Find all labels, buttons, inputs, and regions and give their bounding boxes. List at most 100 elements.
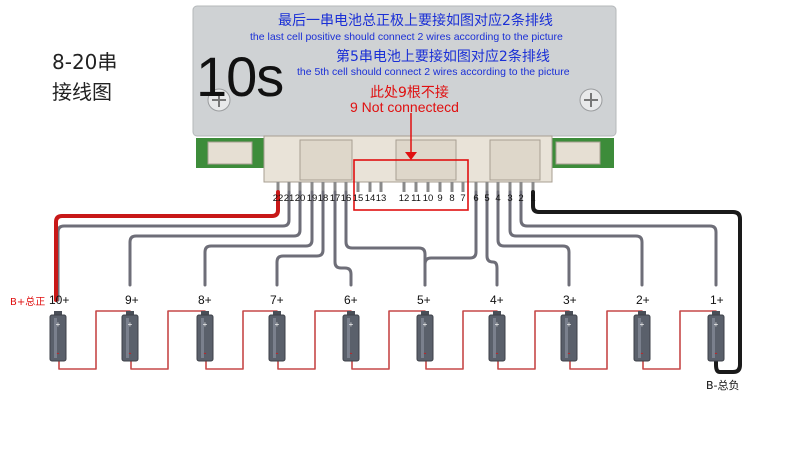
battery-cell-5: +- bbox=[416, 311, 434, 362]
battery-plus-mark: + bbox=[275, 320, 280, 329]
pin-label-10: 10 bbox=[422, 193, 434, 204]
pin-label-11: 11 bbox=[411, 193, 421, 204]
battery-minus-mark: - bbox=[641, 348, 644, 358]
cell-label-3+: 3+ bbox=[563, 293, 577, 307]
pin-stub-14 bbox=[368, 182, 372, 192]
pin-stub-13 bbox=[379, 182, 383, 192]
pin-stub-18 bbox=[321, 182, 325, 192]
pin-label-20: 20 bbox=[294, 193, 306, 204]
connector-block-1 bbox=[299, 139, 353, 181]
battery-plus-mark: + bbox=[640, 320, 645, 329]
side-title-line1: 8-20串 bbox=[52, 50, 118, 74]
interconnect-8 bbox=[205, 310, 278, 370]
cell-label-9+: 9+ bbox=[125, 293, 139, 307]
pin-stub-15 bbox=[356, 182, 360, 192]
pin-stub-6 bbox=[474, 182, 478, 192]
pin-label-8: 8 bbox=[449, 193, 455, 204]
pin-label-5: 5 bbox=[484, 193, 490, 204]
cell-label-2+: 2+ bbox=[636, 293, 650, 307]
interconnect-5 bbox=[425, 310, 498, 370]
battery-plus-mark: + bbox=[567, 320, 572, 329]
battery-plus-mark: + bbox=[56, 320, 61, 329]
battery-cell-10: +- bbox=[49, 311, 67, 362]
wire-pin19 bbox=[203, 190, 314, 287]
pin-label-16: 16 bbox=[340, 193, 352, 204]
wire-pin4 bbox=[496, 190, 571, 287]
interconnect-9 bbox=[130, 310, 206, 370]
battery-plus-mark: + bbox=[203, 320, 208, 329]
pin-stub-5 bbox=[485, 182, 489, 192]
pin-stub-17 bbox=[333, 182, 337, 192]
wire-pin1-bminus bbox=[531, 190, 742, 374]
pin-stub-21 bbox=[287, 182, 291, 192]
wire-pin20 bbox=[128, 190, 302, 287]
wire-pin6 bbox=[423, 190, 478, 287]
interconnect-2 bbox=[642, 310, 717, 370]
battery-minus-mark: - bbox=[496, 348, 499, 358]
pin-stub-7 bbox=[461, 182, 465, 192]
cell-label-10+: 10+ bbox=[49, 293, 70, 307]
screw-left bbox=[207, 88, 231, 112]
pin-label-17: 17 bbox=[329, 193, 341, 204]
interconnect-6 bbox=[351, 310, 426, 370]
wires bbox=[54, 190, 742, 374]
battery-cell-7: +- bbox=[268, 311, 286, 362]
wire-pin22-bplus bbox=[54, 190, 280, 302]
battery-plus-mark: + bbox=[349, 320, 354, 329]
pin-label-4: 4 bbox=[495, 193, 501, 204]
note-last-cell-en: the last cell positive should connect 2 … bbox=[250, 31, 563, 43]
connector-block-3 bbox=[489, 139, 541, 181]
pin-stub-12 bbox=[402, 182, 406, 192]
pin-label-9: 9 bbox=[437, 193, 443, 204]
interconnect-4 bbox=[497, 310, 570, 370]
note-not-connected-cn: 此处9根不接 bbox=[370, 85, 449, 101]
batteries: +-+-+-+-+-+-+-+-+-+- bbox=[49, 311, 725, 362]
cell-label-6+: 6+ bbox=[344, 293, 358, 307]
b-plus-label: B+总正 bbox=[10, 297, 46, 308]
wire-pin21 bbox=[56, 190, 291, 302]
battery-minus-mark: - bbox=[715, 348, 718, 358]
pin-label-12: 12 bbox=[398, 193, 410, 204]
note-not-connected-en: 9 Not connectecd bbox=[350, 99, 459, 115]
note-fifth-cell-en: the 5th cell should connect 2 wires acco… bbox=[297, 66, 570, 78]
pin-stub-22 bbox=[276, 182, 280, 192]
battery-plus-mark: + bbox=[714, 320, 719, 329]
interconnect-7 bbox=[277, 310, 352, 370]
pin-label-1: 1 bbox=[530, 193, 536, 204]
series-label: 10s bbox=[196, 45, 284, 108]
screw-right bbox=[579, 88, 603, 112]
battery-cell-1: +- bbox=[707, 311, 725, 362]
wire-pin5 bbox=[485, 190, 499, 287]
battery-minus-mark: - bbox=[204, 348, 207, 358]
pin-stub-11 bbox=[414, 182, 418, 192]
cell-label-5+: 5+ bbox=[417, 293, 431, 307]
battery-cell-4: +- bbox=[488, 311, 506, 362]
wire-pin2 bbox=[519, 190, 718, 287]
wire-pin16 bbox=[344, 190, 427, 287]
pin-stub-8 bbox=[450, 182, 454, 192]
pin-label-18: 18 bbox=[317, 193, 329, 204]
wire-pin3 bbox=[508, 190, 644, 287]
pin-stub-10 bbox=[426, 182, 430, 192]
note-last-cell-cn: 最后一串电池总正极上要接如图对应2条排线 bbox=[278, 13, 553, 29]
pin-label-7: 7 bbox=[460, 193, 466, 204]
battery-cell-3: +- bbox=[560, 311, 578, 362]
battery-plus-mark: + bbox=[128, 320, 133, 329]
pin-label-3: 3 bbox=[507, 193, 513, 204]
connector-small-right bbox=[555, 141, 601, 165]
battery-plus-mark: + bbox=[423, 320, 428, 329]
pin-stub-19 bbox=[310, 182, 314, 192]
pin-label-19: 19 bbox=[306, 193, 318, 204]
pin-stub-3 bbox=[508, 182, 512, 192]
b-minus-label: B-总负 bbox=[706, 379, 740, 392]
interconnect-10 bbox=[58, 310, 131, 370]
pin-stub-2 bbox=[519, 182, 523, 192]
side-title-line2: 接线图 bbox=[52, 80, 112, 104]
pin-label-14: 14 bbox=[364, 193, 376, 204]
battery-minus-mark: - bbox=[424, 348, 427, 358]
battery-minus-mark: - bbox=[57, 348, 60, 358]
note-fifth-cell-cn: 第5串电池上要接如图对应2条排线 bbox=[336, 49, 550, 65]
wire-pin17 bbox=[333, 190, 353, 287]
